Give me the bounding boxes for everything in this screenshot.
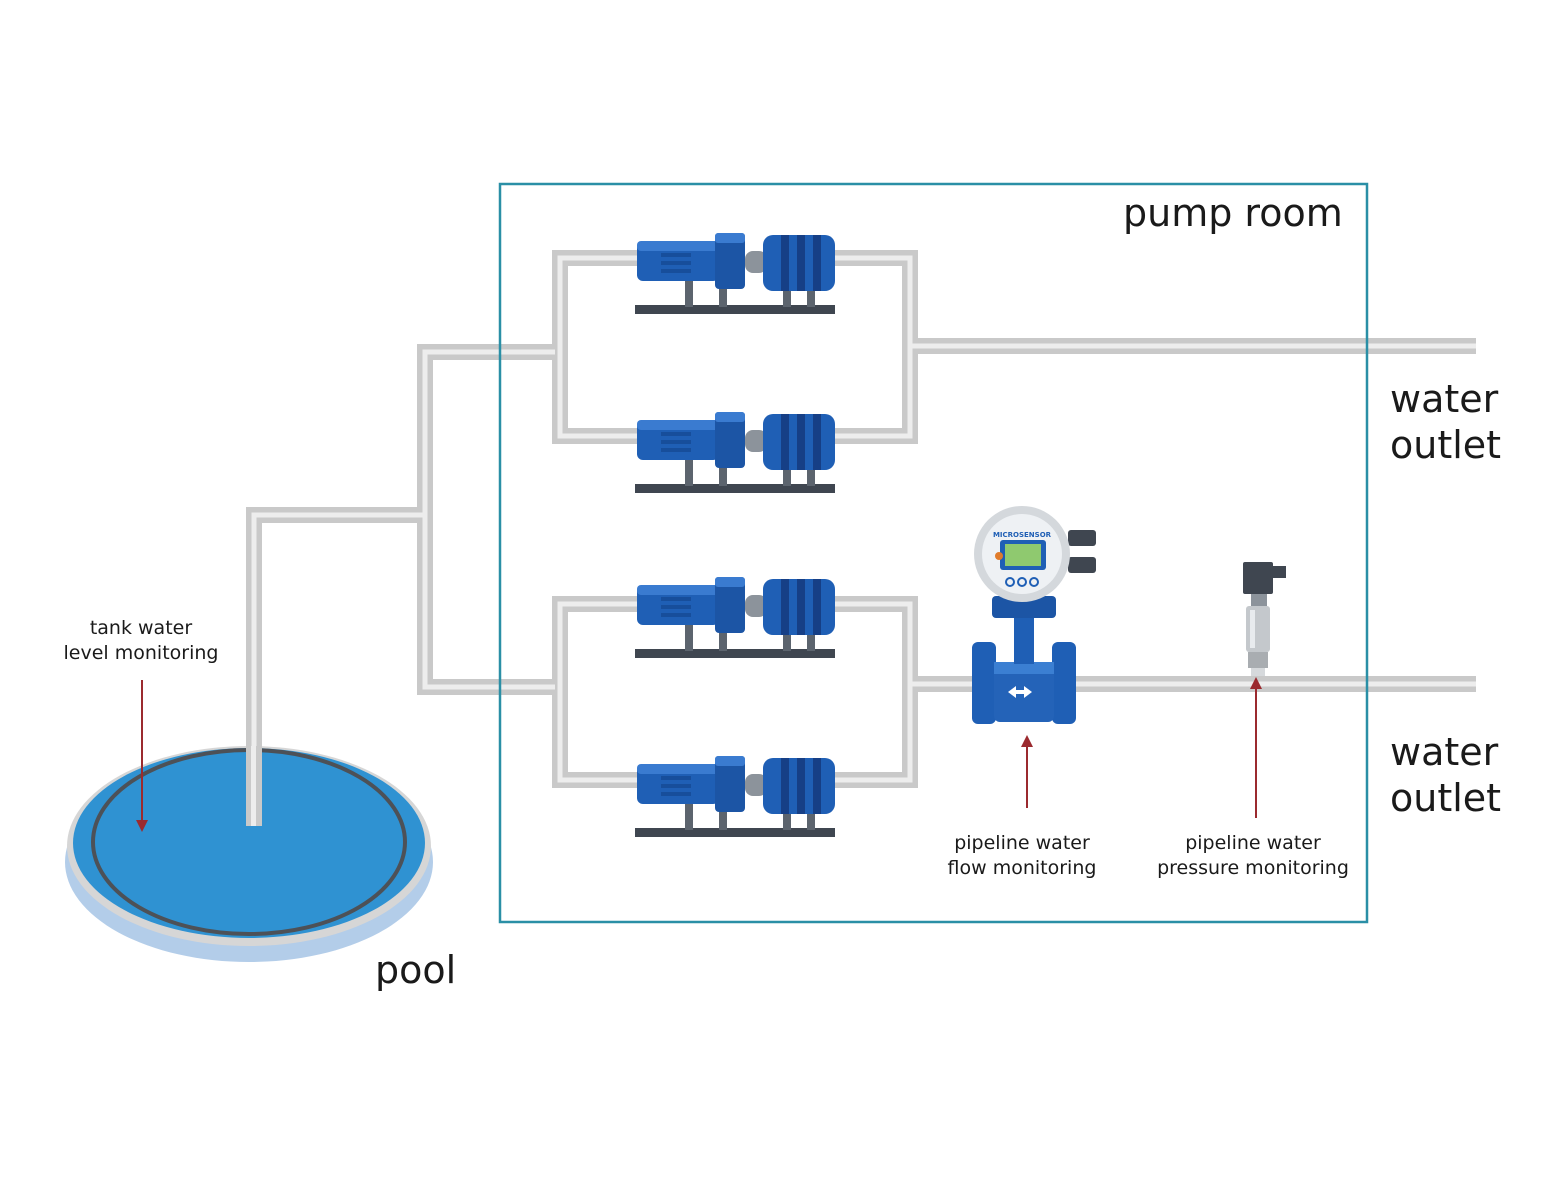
pool-icon bbox=[65, 746, 433, 962]
water-outlet-bottom-line1: water bbox=[1390, 730, 1499, 774]
flowmeter-brand: MICROSENSOR bbox=[993, 531, 1052, 539]
water-outlet-top-line1: water bbox=[1390, 377, 1499, 421]
water-outlet-bottom-label: water outlet bbox=[1390, 729, 1501, 821]
pressure-monitoring-line2: pressure monitoring bbox=[1157, 857, 1349, 879]
pool-label: pool bbox=[375, 948, 457, 992]
pressure-monitoring-label: pipeline water pressure monitoring bbox=[1140, 831, 1366, 881]
pump-icon bbox=[635, 233, 835, 314]
pump-icon bbox=[635, 577, 835, 658]
tank-level-line1: tank water bbox=[89, 617, 193, 639]
tank-level-label: tank water level monitoring bbox=[48, 616, 234, 666]
water-outlet-bottom-line2: outlet bbox=[1390, 776, 1502, 820]
flow-monitoring-line2: flow monitoring bbox=[947, 857, 1097, 879]
water-outlet-top-label: water outlet bbox=[1390, 376, 1501, 468]
pump-icon bbox=[635, 756, 835, 837]
water-outlet-top-line2: outlet bbox=[1390, 423, 1502, 467]
flowmeter-icon: MICROSENSOR bbox=[972, 506, 1096, 724]
pump-room-label: pump room bbox=[1123, 191, 1343, 235]
pressure-sensor-icon bbox=[1243, 562, 1286, 676]
pipe-network bbox=[246, 250, 1476, 826]
flow-monitoring-line1: pipeline water bbox=[954, 832, 1090, 854]
pump-room-border bbox=[498, 182, 1369, 924]
pump-icon bbox=[635, 412, 835, 493]
tank-level-line2: level monitoring bbox=[63, 642, 219, 664]
flow-monitoring-label: pipeline water flow monitoring bbox=[922, 831, 1122, 881]
pressure-monitoring-line1: pipeline water bbox=[1185, 832, 1321, 854]
